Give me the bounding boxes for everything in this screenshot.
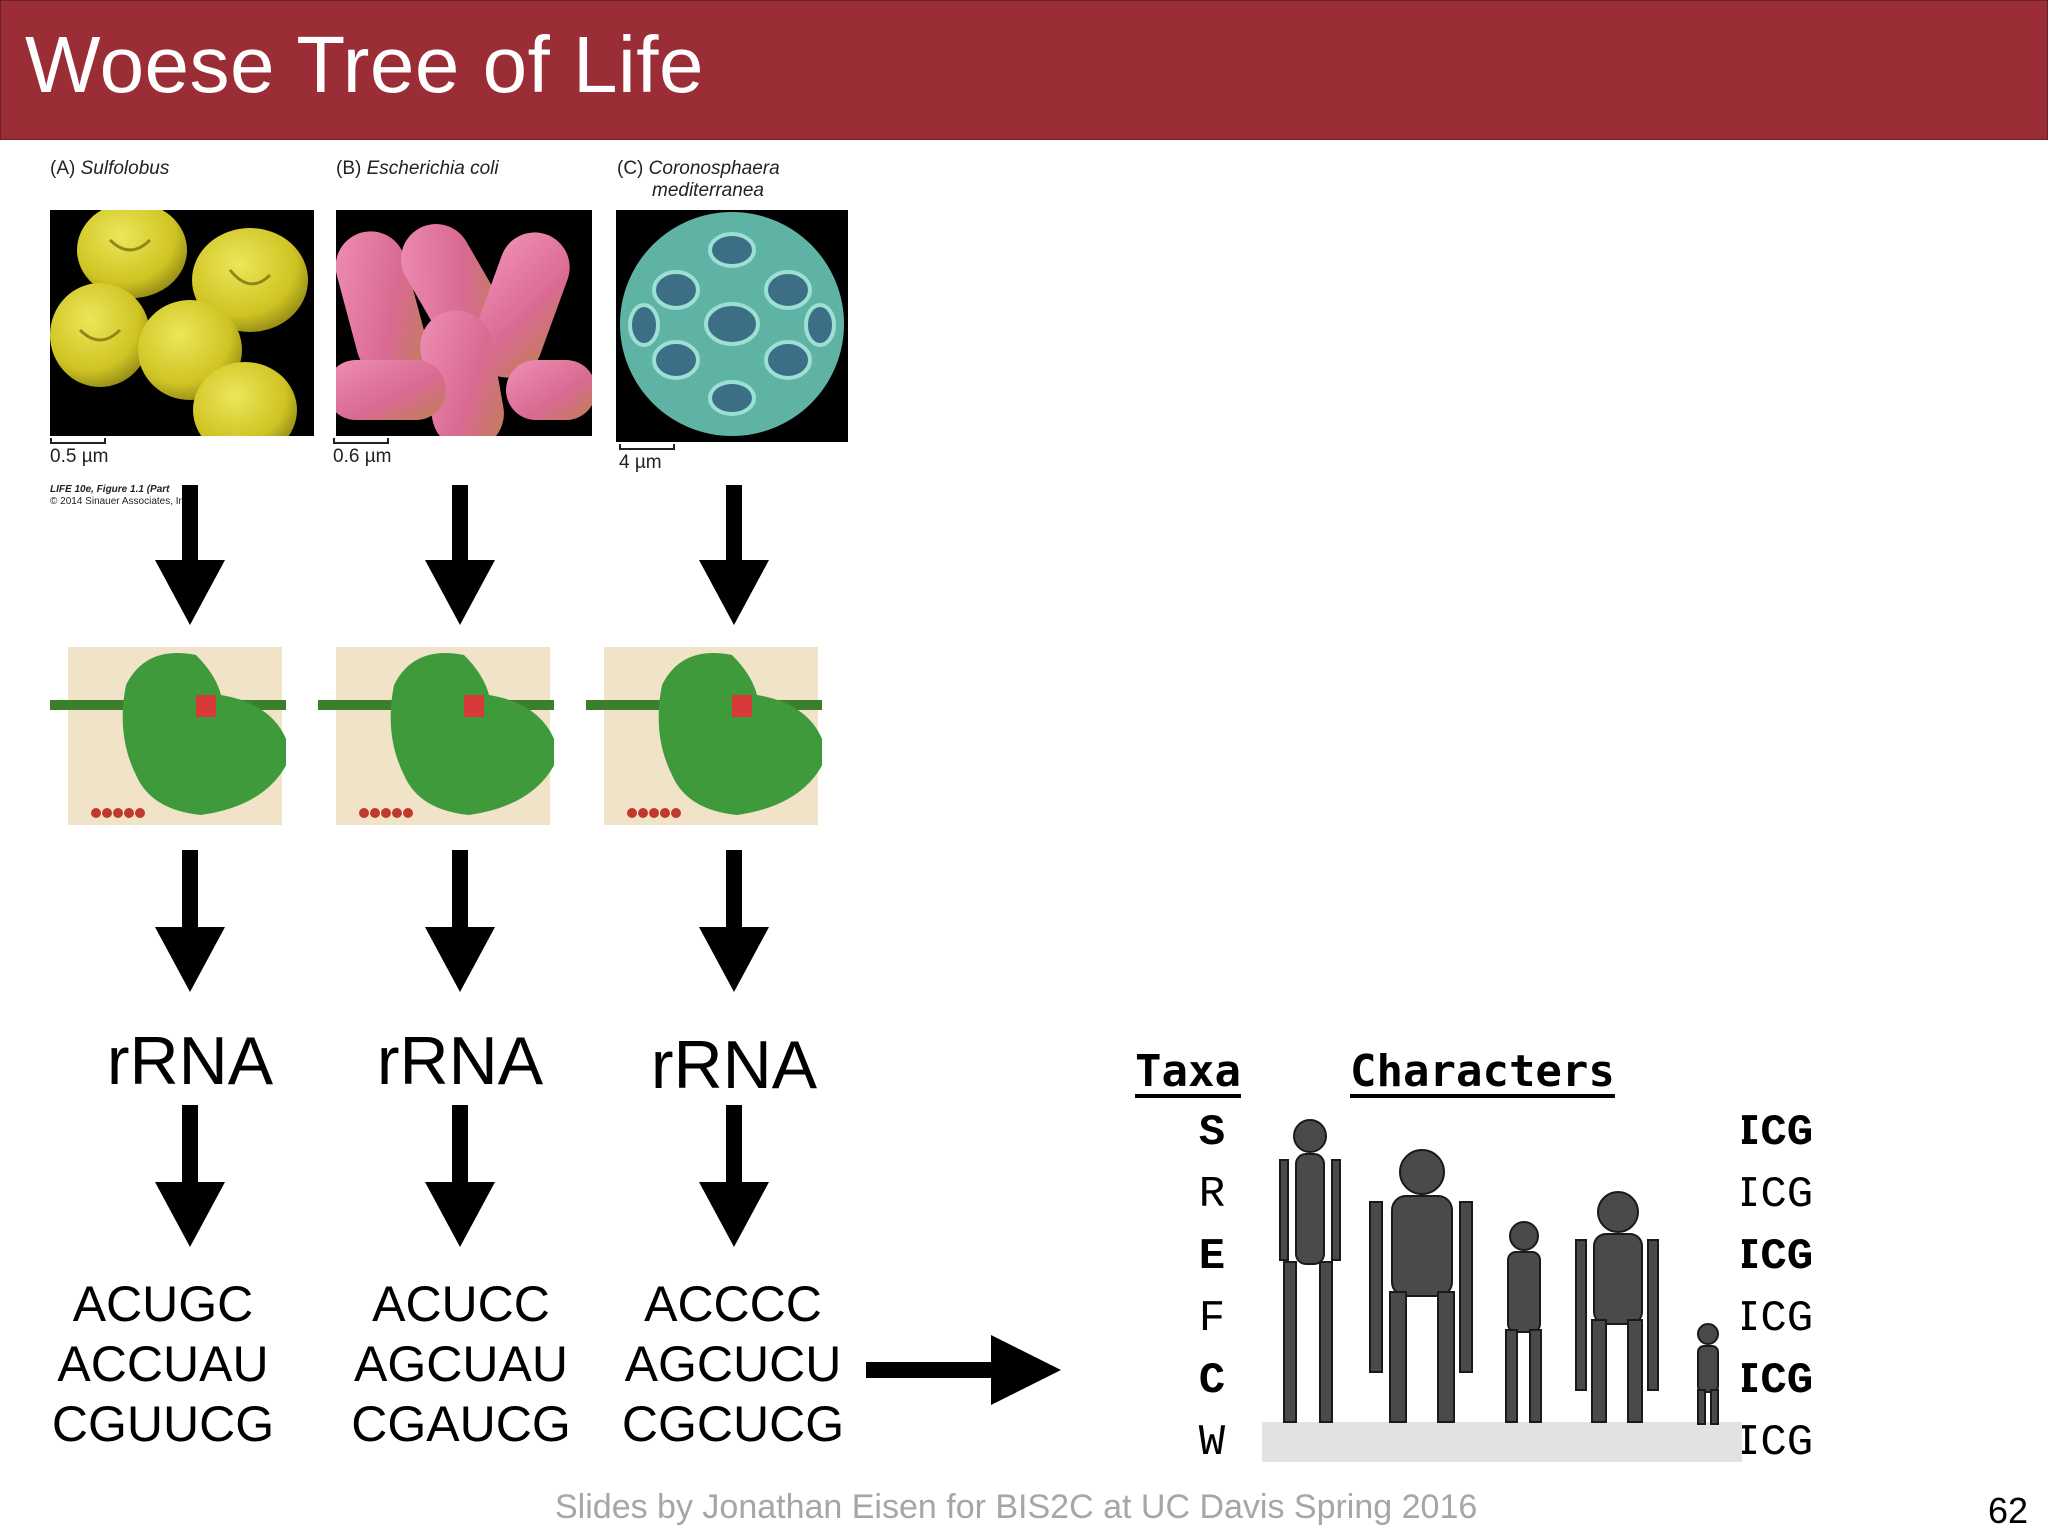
characters-header: Characters: [1350, 1046, 1615, 1097]
caption-c-line2: mediterranea: [652, 180, 764, 202]
down-arrow-icon: [425, 850, 495, 992]
character-cell: ICG: [1734, 1108, 1814, 1158]
rrna-label-2: rRNA: [376, 1023, 544, 1099]
caption-c-name: Coronosphaera: [648, 158, 780, 179]
down-arrow-icon: [425, 485, 495, 625]
character-cell: ICG: [1734, 1170, 1814, 1220]
figure-credit-line2: © 2014 Sinauer Associates, Inc.: [50, 496, 192, 507]
sequence-block-2: ACUCC AGCUAU CGAUCG: [326, 1274, 596, 1454]
taxon-label: W: [1198, 1418, 1226, 1468]
caption-a: (A) Sulfolobus: [50, 158, 169, 180]
scale-bar-c: 4 µm: [619, 444, 675, 474]
slide-title: Woese Tree of Life: [25, 20, 704, 109]
ribosome-diagram-1: [50, 647, 286, 825]
sulfolobus-photo: [50, 210, 314, 436]
down-arrow-icon: [155, 1105, 225, 1247]
down-arrow-icon: [699, 850, 769, 992]
scale-bar-b-label: 0.6 µm: [333, 446, 392, 467]
caption-b-name: Escherichia coli: [366, 158, 499, 179]
ribosome-diagram-3: [586, 647, 822, 825]
scale-bar-a-line: [50, 438, 106, 444]
footer-credit: Slides by Jonathan Eisen for BIS2C at UC…: [555, 1488, 1478, 1526]
scale-bar-c-label: 4 µm: [619, 452, 662, 473]
scale-bar-a: 0.5 µm: [50, 438, 108, 468]
primate-skeletons-image: [1262, 1112, 1742, 1472]
scale-bar-a-label: 0.5 µm: [50, 446, 109, 467]
sequence-line: AGCUAU: [354, 1336, 568, 1392]
caption-c: (C) Coronosphaera: [617, 158, 780, 180]
sequence-block-3: ACCCC AGCUCU CGCUCG: [598, 1274, 868, 1454]
ribosome-diagram-2: [318, 647, 554, 825]
scale-bar-b: 0.6 µm: [333, 438, 391, 468]
sequence-block-1: ACUGC ACCUAU CGUUCG: [28, 1274, 298, 1454]
sequence-line: AGCUCU: [624, 1336, 842, 1392]
down-arrow-icon: [155, 850, 225, 992]
taxa-header: Taxa: [1135, 1046, 1241, 1097]
caption-b-letter: (B): [336, 158, 362, 179]
caption-c-name2: mediterranea: [652, 180, 764, 201]
sulfolobus-cells: [50, 210, 308, 436]
rrna-label-1: rRNA: [106, 1023, 274, 1099]
taxon-label: C: [1198, 1356, 1226, 1406]
down-arrow-icon: [699, 1105, 769, 1247]
caption-a-name: Sulfolobus: [80, 158, 170, 179]
taxon-label: F: [1198, 1294, 1226, 1344]
coccolith-photo: [616, 210, 848, 442]
down-arrow-icon: [155, 485, 225, 625]
character-cell: ICG: [1734, 1356, 1814, 1406]
down-arrow-icon: [425, 1105, 495, 1247]
scale-bar-b-line: [333, 438, 389, 444]
sequence-line: ACCCC: [644, 1276, 822, 1332]
right-arrow-icon: [866, 1335, 1061, 1405]
sequence-line: CGUUCG: [51, 1396, 275, 1452]
coccolith-sphere: [620, 212, 844, 436]
sequence-line: CGCUCG: [621, 1396, 845, 1452]
ecoli-photo: [336, 210, 592, 436]
sequence-line: ACCUAU: [57, 1336, 269, 1392]
scale-bar-c-line: [619, 444, 675, 450]
title-bar: Woese Tree of Life: [0, 0, 2048, 140]
character-cell: ICG: [1734, 1418, 1814, 1468]
caption-b: (B) Escherichia coli: [336, 158, 499, 180]
rrna-label-3: rRNA: [650, 1027, 818, 1103]
sequence-line: CGAUCG: [351, 1396, 571, 1452]
figure-credit-line1: LIFE 10e, Figure 1.1 (Part: [50, 484, 170, 495]
taxon-label: E: [1198, 1232, 1226, 1282]
caption-a-letter: (A): [50, 158, 76, 179]
character-cell: ICG: [1734, 1294, 1814, 1344]
figure-credit: LIFE 10e, Figure 1.1 (Part © 2014 Sinaue…: [50, 484, 192, 508]
caption-c-letter: (C): [617, 158, 644, 179]
sequence-line: ACUGC: [72, 1276, 254, 1332]
page-number: 62: [1988, 1490, 2029, 1531]
down-arrow-icon: [699, 485, 769, 625]
sequence-line: ACUCC: [372, 1276, 550, 1332]
taxon-label: R: [1198, 1170, 1226, 1220]
character-cell: ICG: [1734, 1232, 1814, 1282]
ecoli-cells: [336, 224, 592, 436]
taxon-label: S: [1198, 1108, 1226, 1158]
